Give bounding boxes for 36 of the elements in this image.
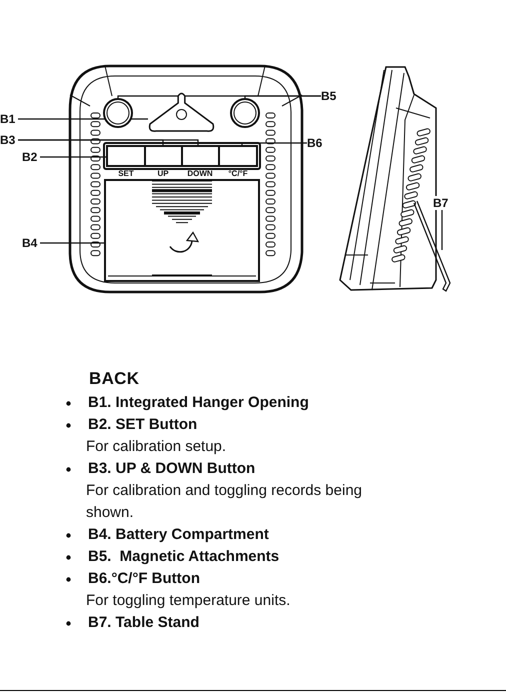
magnet: [230, 98, 260, 128]
leader-line: [18, 139, 199, 146]
leader-line: [244, 95, 321, 98]
callout-label: B5: [321, 89, 336, 103]
item-description: For calibration and toggling records being shown.: [86, 481, 363, 523]
button-label: DOWN: [187, 169, 213, 179]
item-description: For toggling temperature units.: [86, 591, 290, 611]
callout-label: B4: [22, 236, 38, 250]
item-heading: B3. UP & DOWN Button: [88, 459, 256, 479]
leader-line: [241, 142, 307, 146]
item-heading: B5. Magnetic Attachments: [88, 547, 280, 567]
item-heading: B1. Integrated Hanger Opening: [88, 393, 309, 413]
item-heading: B7. Table Stand: [88, 613, 200, 633]
callout-label: B6: [307, 136, 322, 150]
callout-label: B1: [0, 112, 16, 126]
callout-label: B7: [433, 196, 448, 210]
leader-line: [441, 210, 443, 250]
magnet: [103, 98, 133, 128]
button: [182, 146, 219, 166]
item-description: For calibration setup.: [86, 437, 226, 457]
button: [107, 146, 145, 166]
button-label: UP: [157, 169, 169, 179]
item-heading: B4. Battery Compartment: [88, 525, 269, 545]
leader-line: [18, 118, 148, 120]
item-heading: B6.°C/°F Button: [88, 569, 200, 589]
button: [219, 146, 257, 166]
item-heading: B2. SET Button: [88, 415, 198, 435]
button-label: °C/°F: [228, 169, 248, 179]
section-heading: BACK: [89, 369, 140, 389]
callout-label: B3: [0, 133, 16, 147]
hanger-opening: [148, 93, 215, 132]
callout-label: B2: [22, 150, 38, 164]
leader-line: [40, 156, 107, 158]
battery-compartment: [104, 179, 260, 282]
button-label: SET: [118, 169, 134, 179]
button: [145, 146, 182, 166]
